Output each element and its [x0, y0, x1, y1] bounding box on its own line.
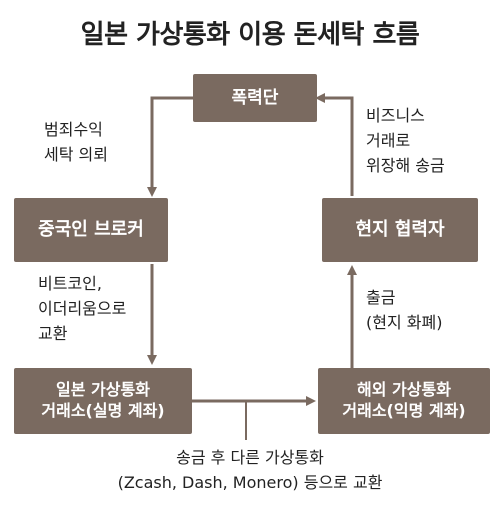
node-jp-exchange-line1: 일본 가상통화	[56, 380, 150, 400]
note-remit: 비즈니스 거래로 위장해 송금	[366, 104, 445, 178]
node-jp-exchange-line2: 거래소(실명 계좌)	[41, 401, 165, 420]
note-withdraw-line2: (현지 화폐)	[366, 312, 443, 332]
note-laundering-request: 범죄수익 세탁 의뢰	[44, 118, 108, 168]
note-remit-line1: 비즈니스	[366, 106, 425, 125]
node-foreign-exchange-line2: 거래소(익명 계좌)	[342, 401, 466, 420]
note-remit-line2: 거래로	[366, 130, 411, 150]
page-title: 일본 가상통화 이용 돈세탁 흐름	[80, 20, 420, 50]
note-laundering-request-line1: 범죄수익	[44, 120, 103, 139]
note-laundering-request-line2: 세탁 의뢰	[44, 144, 108, 164]
note-transfer-line1: 송금 후 다른 가상통화	[176, 448, 324, 467]
note-bitcoin-exchange-line2: 이더리움으로	[38, 298, 127, 318]
node-foreign-exchange-line1: 해외 가상통화	[357, 380, 451, 400]
arrow-local-partner-to-gang	[315, 93, 354, 196]
node-local-partner-label: 현지 협력자	[355, 219, 445, 241]
note-bitcoin-exchange-line1: 비트코인,	[38, 274, 102, 293]
note-withdraw: 출금 (현지 화폐)	[366, 286, 442, 336]
node-gang-label: 폭력단	[231, 87, 279, 108]
node-foreign-exchange: 해외 가상통화 거래소(익명 계좌)	[318, 368, 490, 434]
node-broker: 중국인 브로커	[14, 198, 168, 262]
node-jp-exchange: 일본 가상통화 거래소(실명 계좌)	[14, 368, 192, 434]
node-broker-label: 중국인 브로커	[38, 219, 144, 241]
node-local-partner: 현지 협력자	[322, 198, 478, 262]
note-bitcoin-exchange-line3: 교환	[38, 323, 68, 343]
note-transfer-line2: (Zcash, Dash, Monero) 등으로 교환	[117, 472, 383, 492]
arrow-gang-to-broker	[147, 96, 193, 197]
note-remit-line3: 위장해 송금	[366, 155, 445, 175]
node-gang: 폭력단	[193, 74, 317, 122]
note-bitcoin-exchange: 비트코인, 이더리움으로 교환	[38, 272, 126, 346]
note-transfer: 송금 후 다른 가상통화 (Zcash, Dash, Monero) 등으로 교…	[0, 446, 500, 496]
note-withdraw-line1: 출금	[366, 288, 396, 307]
